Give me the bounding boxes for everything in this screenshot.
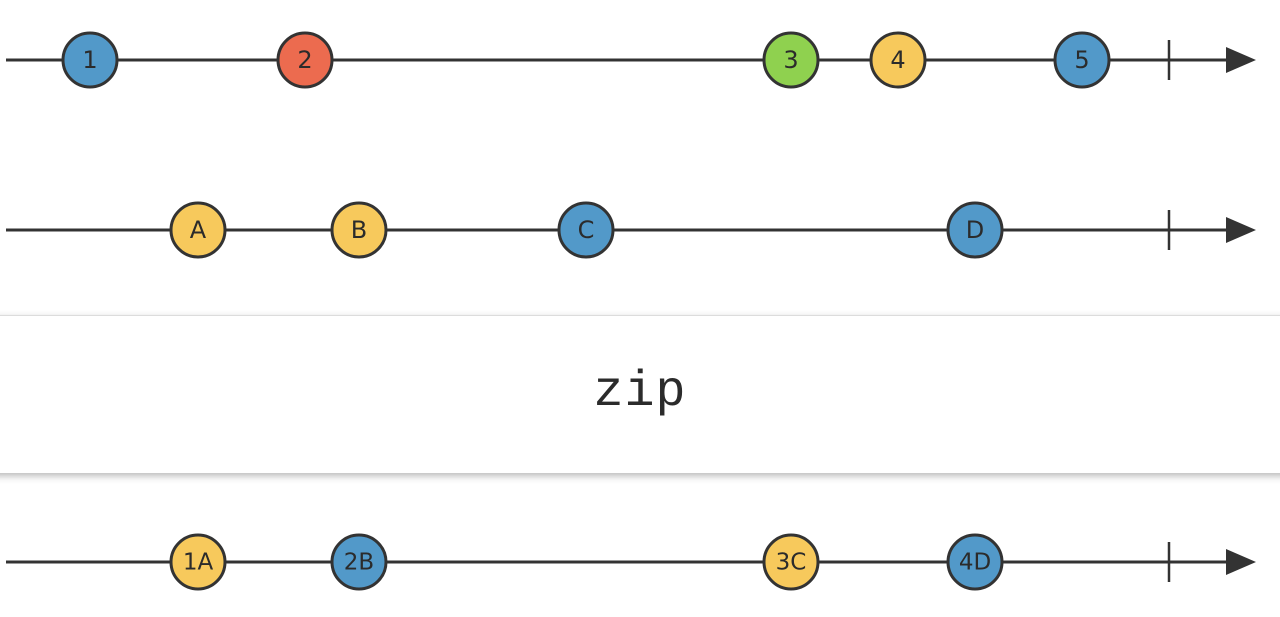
marble-label: 4 — [890, 46, 905, 74]
marble: C — [557, 201, 615, 259]
marble: 2 — [276, 31, 334, 89]
operator-box: zip — [0, 315, 1280, 473]
timeline-output: 1A 2B 3C 4D — [6, 533, 1256, 591]
marble-label: 5 — [1074, 46, 1089, 74]
marble-label: B — [351, 216, 367, 244]
marble-label: A — [190, 216, 207, 244]
timeline-input-2: A B C D — [6, 201, 1256, 259]
marble-circle — [762, 533, 820, 591]
marble: 4D — [946, 533, 1004, 591]
marble-circle — [276, 31, 334, 89]
marble-label: 1 — [82, 46, 97, 74]
arrow-head-icon — [1226, 549, 1256, 575]
marble: 1 — [61, 31, 119, 89]
marble: B — [330, 201, 388, 259]
marble: A — [169, 201, 227, 259]
marble-circle — [557, 201, 615, 259]
marble: D — [946, 201, 1004, 259]
marble-circle — [61, 31, 119, 89]
marble-circle — [762, 31, 820, 89]
marble-label: 3C — [776, 550, 807, 576]
marble-circle — [330, 201, 388, 259]
marble-circle — [946, 201, 1004, 259]
operator-label: zip — [593, 364, 687, 421]
marble-circle — [1053, 31, 1111, 89]
marble-label: D — [966, 216, 984, 244]
marble: 3C — [762, 533, 820, 591]
marble-circle — [946, 533, 1004, 591]
marble: 5 — [1053, 31, 1111, 89]
marble-label: 1A — [183, 550, 214, 576]
marble: 3 — [762, 31, 820, 89]
marble-circle — [169, 201, 227, 259]
marble-label: 4D — [959, 550, 991, 576]
marble: 2B — [330, 533, 388, 591]
marble-circle — [330, 533, 388, 591]
arrow-head-icon — [1226, 47, 1256, 73]
marble: 4 — [869, 31, 927, 89]
marble-label: C — [578, 216, 595, 244]
marble-circle — [869, 31, 927, 89]
marble-label: 2B — [344, 550, 374, 576]
marble: 1A — [169, 533, 227, 591]
marble-label: 3 — [783, 46, 798, 74]
timeline-input-1: 1 2 3 4 5 — [6, 31, 1256, 89]
marble-circle — [169, 533, 227, 591]
arrow-head-icon — [1226, 217, 1256, 243]
marble-label: 2 — [297, 46, 312, 74]
